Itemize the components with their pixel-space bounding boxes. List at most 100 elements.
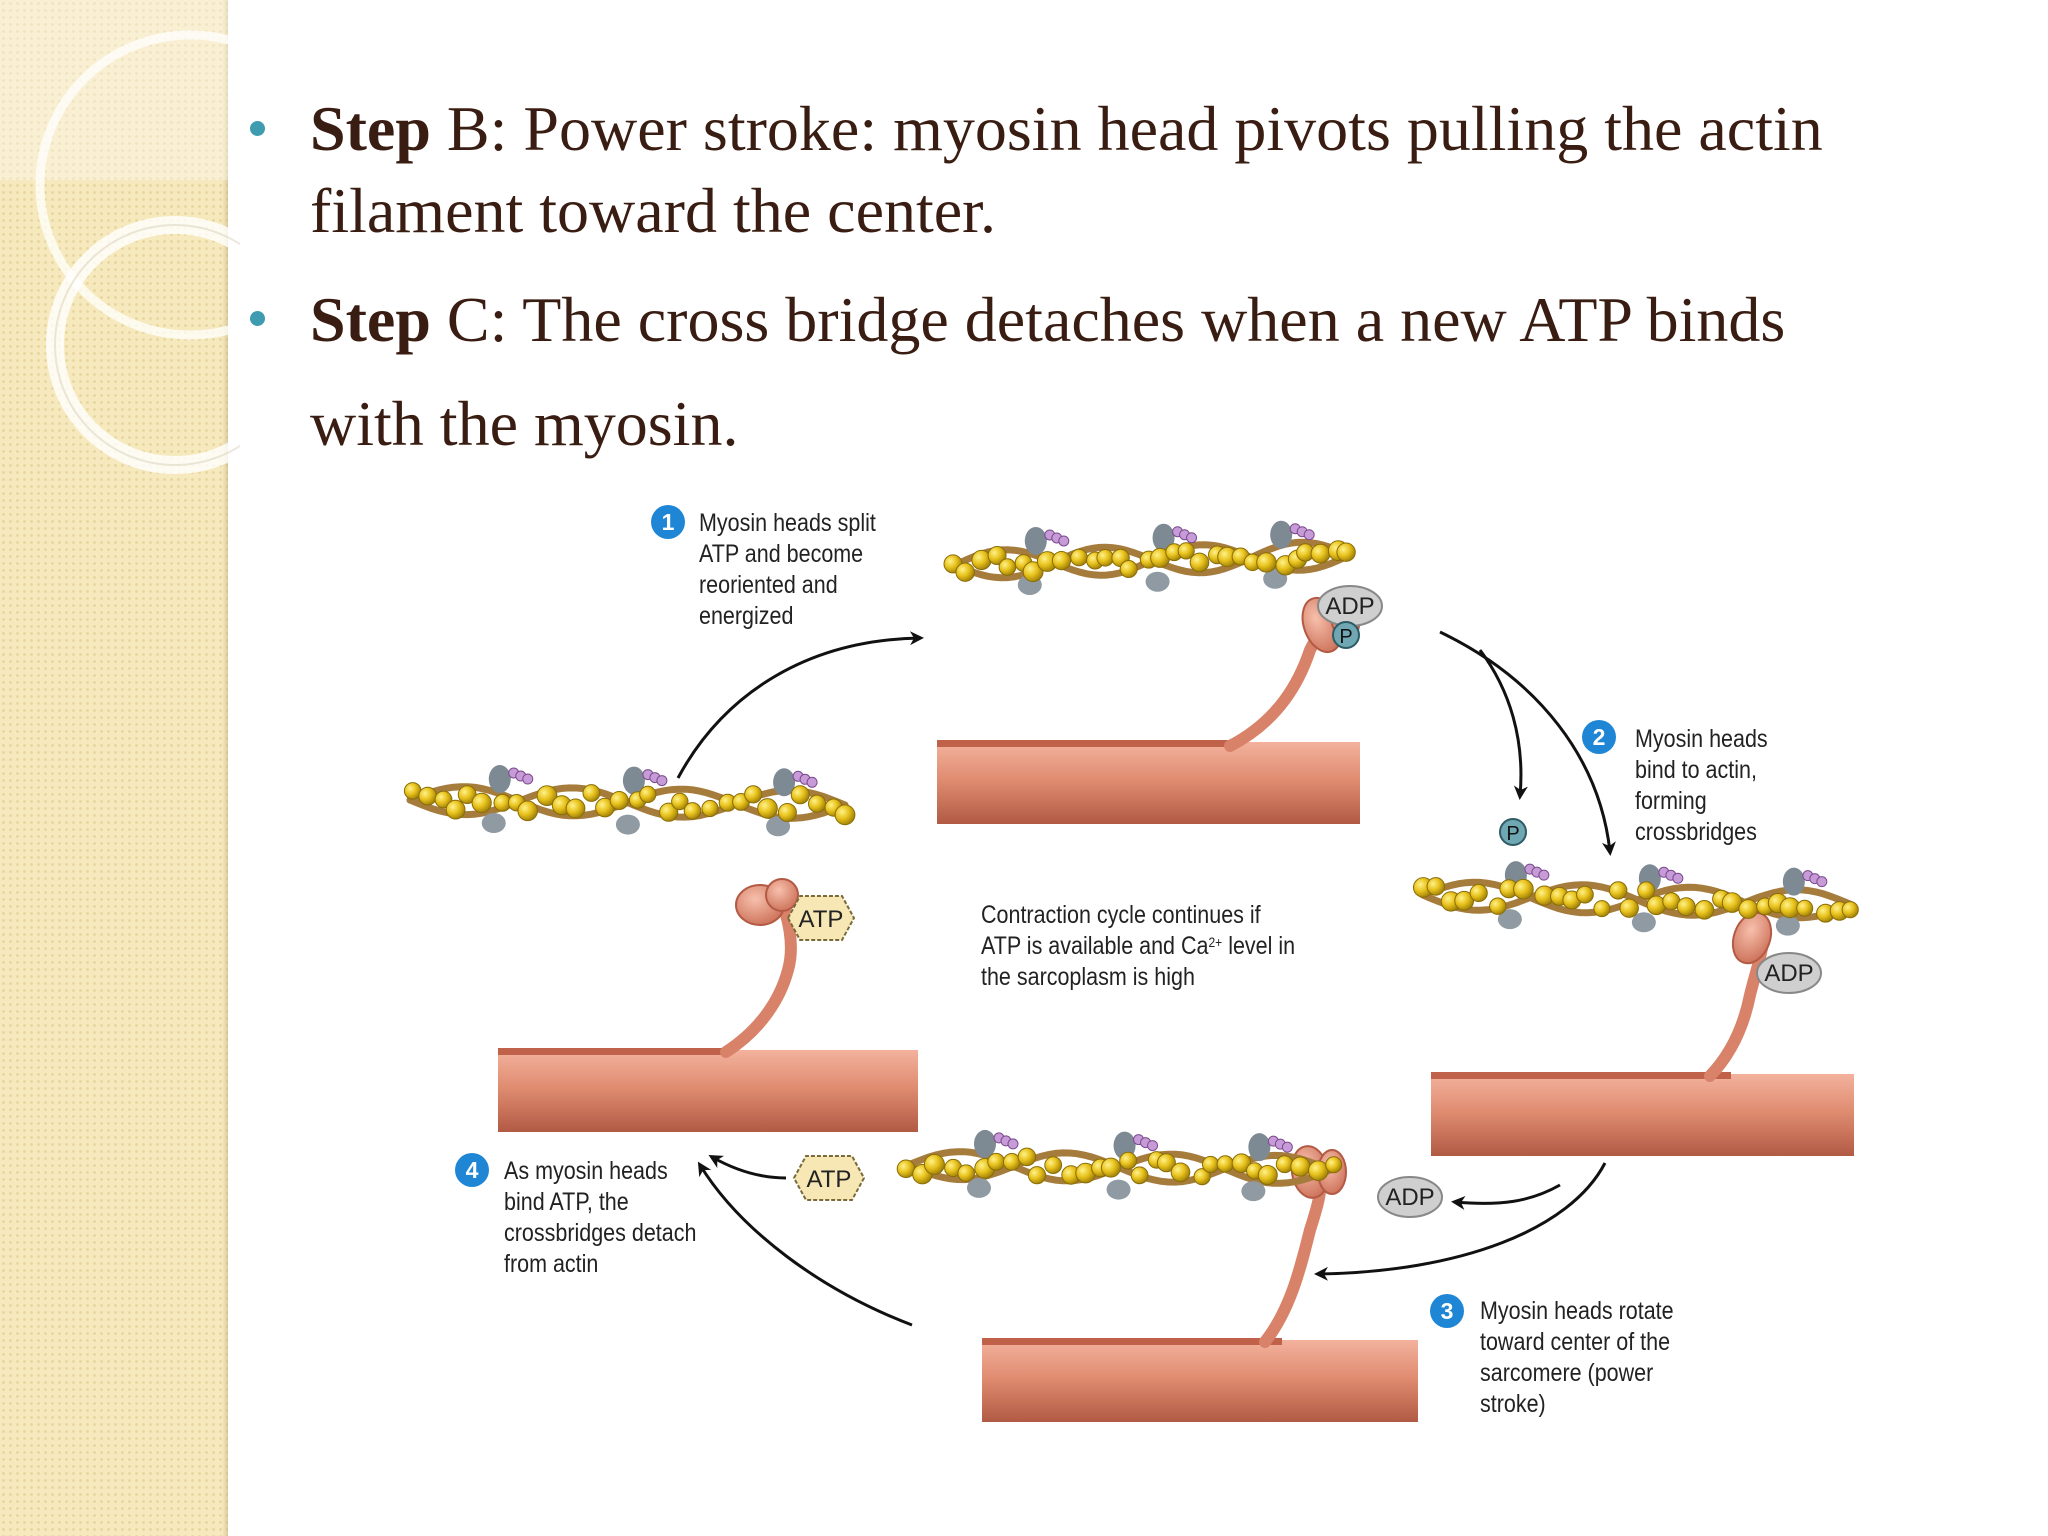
step-badge-1: 1 xyxy=(651,505,685,539)
g-actin-bead xyxy=(671,792,689,811)
g-actin-bead xyxy=(1609,881,1628,900)
g-actin-bead xyxy=(517,800,539,822)
g-actin-bead xyxy=(701,799,719,818)
g-actin-bead xyxy=(1454,890,1475,911)
step-caption-3: Myosin heads rotate toward center of the… xyxy=(1480,1296,1674,1420)
g-actin-bead xyxy=(987,546,1007,565)
g-actin-bead xyxy=(1308,1160,1329,1181)
g-actin-bead xyxy=(418,786,438,806)
troponin-complex xyxy=(1145,571,1170,592)
g-actin-bead xyxy=(1170,1162,1191,1183)
g-actin-bead xyxy=(1017,1147,1037,1167)
calcium-ion xyxy=(656,775,668,787)
g-actin-bead xyxy=(896,1159,916,1179)
g-actin-bead xyxy=(1676,897,1696,917)
decorative-rings xyxy=(0,0,240,474)
g-actin-bead xyxy=(1593,900,1611,918)
troponin-complex xyxy=(622,766,645,795)
thick-filament-1-edge xyxy=(937,740,1237,747)
step-caption-1: Myosin heads split ATP and become reorie… xyxy=(699,508,876,632)
caption-line: Myosin heads split xyxy=(699,509,876,537)
calcium-ion xyxy=(806,776,818,788)
g-actin-bead xyxy=(1637,881,1656,900)
troponin-complex xyxy=(488,765,511,794)
caption-line: reoriented and xyxy=(699,571,838,599)
troponin-complex xyxy=(1775,915,1800,936)
g-actin-bead xyxy=(1694,900,1715,920)
adp-token xyxy=(1377,1176,1443,1218)
thick-filament-4 xyxy=(498,1050,918,1132)
atp-label: ATP xyxy=(799,906,844,933)
g-actin-bead xyxy=(609,791,629,810)
caption-line: forming xyxy=(1635,787,1707,815)
caption-line: bind ATP, the xyxy=(504,1188,629,1216)
g-actin-bead xyxy=(744,785,763,804)
tropomyosin-strand xyxy=(1419,878,1856,922)
g-actin-bead xyxy=(471,792,492,814)
troponin-complex xyxy=(1241,1181,1266,1202)
note-line: the sarcoplasm is high xyxy=(981,963,1195,991)
g-actin-bead xyxy=(1202,1155,1220,1174)
calcium-ion xyxy=(1303,529,1315,541)
arrow-release-p xyxy=(1478,649,1528,800)
g-actin-bead xyxy=(1044,1156,1063,1174)
g-actin-bead xyxy=(1796,899,1814,917)
g-actin-bead xyxy=(1096,549,1114,567)
arrow-3-to-4 xyxy=(697,1161,913,1327)
molecule-tokens: ADP P P ADP ADP ATP ATP xyxy=(786,585,1822,1218)
caption-line: sarcomere (power xyxy=(1480,1359,1654,1387)
g-actin-bead xyxy=(639,785,657,804)
adp-label: ADP xyxy=(1325,593,1374,620)
bullet-strong: Step xyxy=(310,284,431,355)
g-actin-bead xyxy=(1256,552,1277,573)
g-actin-bead xyxy=(1426,877,1446,896)
g-actin-bead xyxy=(1513,878,1534,900)
g-actin-bead xyxy=(1619,898,1639,918)
g-actin-bead xyxy=(998,558,1017,576)
calcium-ion xyxy=(1281,1141,1293,1153)
g-actin-bead xyxy=(1489,897,1507,915)
g-actin-bead xyxy=(1336,542,1356,562)
g-actin-bead xyxy=(1022,561,1044,583)
arrow-release-adp xyxy=(1451,1183,1561,1210)
g-actin-bead xyxy=(1027,1166,1047,1185)
phosphate-label: P xyxy=(1506,823,1519,845)
g-actin-bead xyxy=(1841,901,1859,919)
bullet-line: filament toward the center. xyxy=(310,175,996,246)
caption-line: Myosin heads rotate xyxy=(1480,1297,1674,1325)
troponin-complex xyxy=(966,1177,991,1198)
caption-line: energized xyxy=(699,602,794,630)
troponin-complex xyxy=(1270,520,1293,549)
atp-label: ATP xyxy=(807,1166,852,1193)
g-actin-bead xyxy=(1290,1156,1311,1177)
myosin-neck-4 xyxy=(720,894,797,1058)
step-badge-3: 3 xyxy=(1430,1294,1464,1328)
troponin-complex xyxy=(1024,526,1047,555)
g-actin-bead xyxy=(1070,548,1088,567)
troponin-complex xyxy=(1497,909,1522,930)
g-actin-bead xyxy=(582,784,601,802)
calcium-ion xyxy=(1672,872,1684,884)
g-actin-bead xyxy=(1100,1157,1121,1178)
arrow-2-to-3 xyxy=(1314,1162,1607,1281)
g-actin-bead xyxy=(955,562,975,582)
step-caption-2: Myosin heads bind to actin, forming cros… xyxy=(1635,724,1768,848)
g-actin-bead xyxy=(923,1153,945,1175)
note-text: ATP is available and Ca xyxy=(981,932,1209,960)
g-actin-bead xyxy=(1576,885,1594,904)
caption-line: stroke) xyxy=(1480,1390,1546,1418)
g-actin-bead xyxy=(445,799,466,820)
note-superscript: 2+ xyxy=(1208,934,1223,950)
adp-label: ADP xyxy=(1385,1184,1434,1211)
caption-line: ATP and become xyxy=(699,540,864,568)
step-badge-2: 2 xyxy=(1582,720,1616,754)
bullet-dot xyxy=(250,311,265,326)
arrow-bind-atp xyxy=(708,1155,787,1180)
g-actin-bead xyxy=(757,798,778,819)
troponin-complex xyxy=(1782,867,1805,896)
phosphate-token xyxy=(1499,818,1527,846)
g-actin-bead xyxy=(1051,551,1072,571)
center-note: Contraction cycle continues if ATP is av… xyxy=(981,900,1295,993)
thick-filament-1 xyxy=(937,742,1360,824)
g-actin-bead xyxy=(1156,1153,1176,1173)
